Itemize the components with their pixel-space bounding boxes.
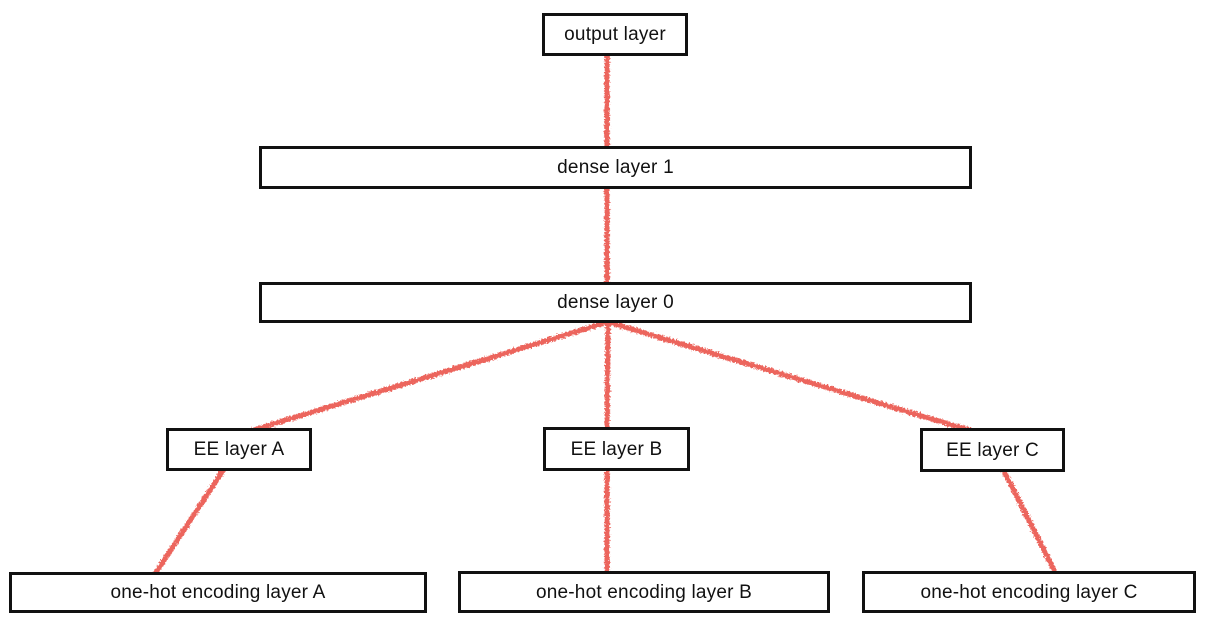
node-one-hot-encoding-layer-c: one-hot encoding layer C [862, 571, 1196, 613]
node-dense-layer-0-label: dense layer 0 [557, 292, 674, 313]
node-dense-layer-1: dense layer 1 [259, 146, 972, 189]
node-one-hot-encoding-layer-c-label: one-hot encoding layer C [920, 581, 1138, 603]
node-one-hot-encoding-layer-b: one-hot encoding layer B [458, 571, 830, 613]
node-ee-layer-a: EE layer A [166, 428, 312, 471]
edge-eeC-dense0 [605, 319, 975, 434]
node-ee-layer-a-label: EE layer A [193, 439, 285, 460]
node-ee-layer-c: EE layer C [920, 428, 1065, 472]
node-one-hot-encoding-layer-a: one-hot encoding layer A [9, 572, 427, 613]
node-dense-layer-0: dense layer 0 [259, 282, 972, 323]
edge-eeA-dense0 [247, 319, 611, 434]
edge-eeB-dense0 [604, 319, 611, 434]
edge-onehotA-eeA [152, 466, 227, 577]
node-ee-layer-c-label: EE layer C [946, 439, 1039, 461]
edge-onehotC-eeC [1000, 466, 1059, 577]
node-dense-layer-1-label: dense layer 1 [557, 157, 674, 178]
node-one-hot-encoding-layer-b-label: one-hot encoding layer B [535, 581, 753, 603]
node-output-layer-label: output layer [564, 24, 666, 45]
node-output-layer: output layer [542, 13, 688, 56]
node-ee-layer-b: EE layer B [543, 427, 690, 471]
node-one-hot-encoding-layer-a-label: one-hot encoding layer A [110, 582, 326, 603]
node-ee-layer-b-label: EE layer B [570, 438, 663, 460]
